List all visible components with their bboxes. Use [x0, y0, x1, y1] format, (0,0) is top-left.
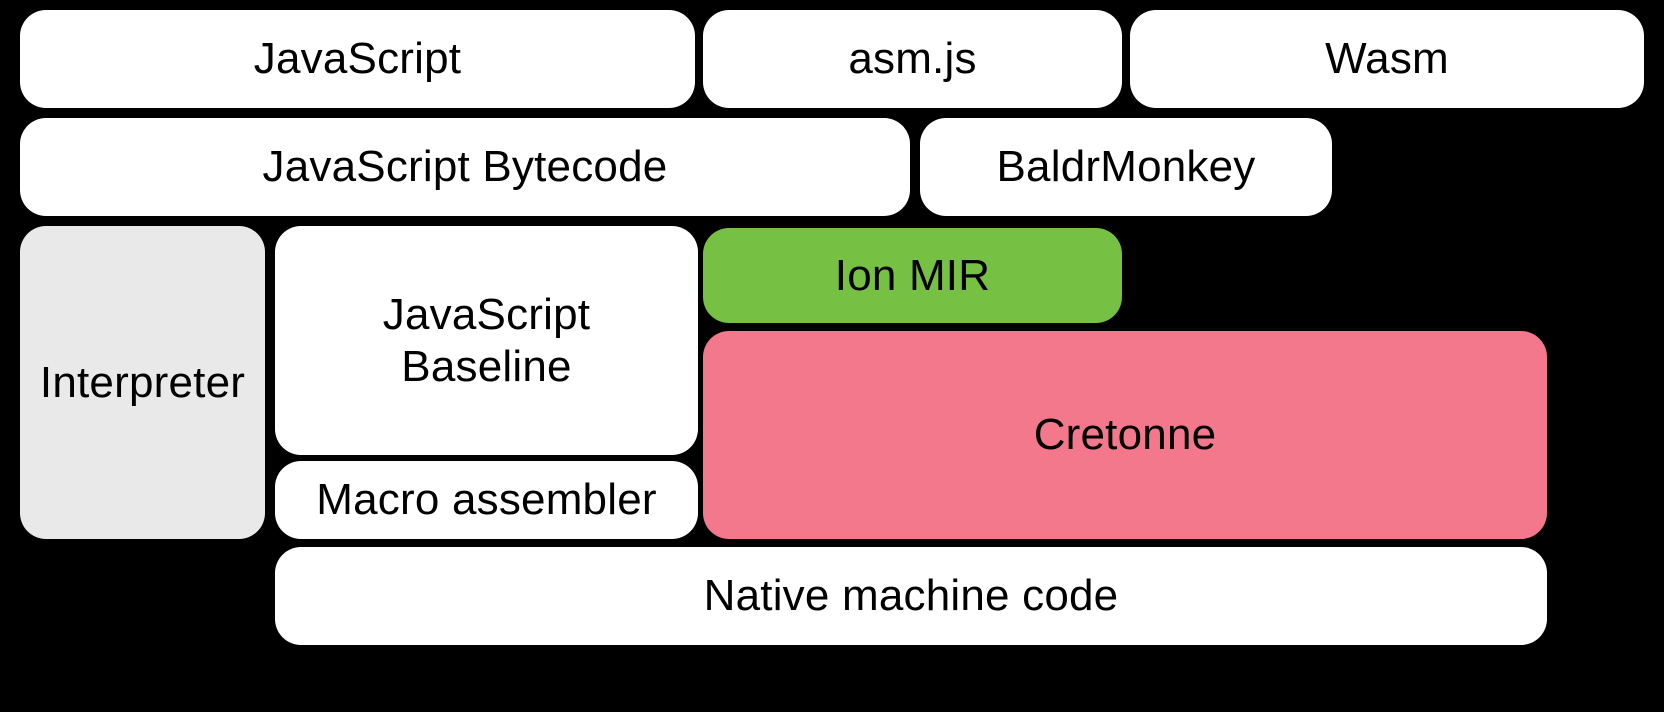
box-wasm: Wasm [1130, 10, 1644, 108]
box-baldrmonkey: BaldrMonkey [920, 118, 1332, 216]
box-asmjs: asm.js [703, 10, 1122, 108]
box-interpreter: Interpreter [20, 226, 265, 539]
box-native-machine-code: Native machine code [275, 547, 1547, 645]
box-javascript: JavaScript [20, 10, 695, 108]
box-macro-assembler: Macro assembler [275, 461, 698, 539]
box-cretonne: Cretonne [703, 331, 1547, 539]
box-javascript-bytecode: JavaScript Bytecode [20, 118, 910, 216]
box-javascript-baseline: JavaScript Baseline [275, 226, 698, 455]
box-ion-mir: Ion MIR [703, 228, 1122, 323]
